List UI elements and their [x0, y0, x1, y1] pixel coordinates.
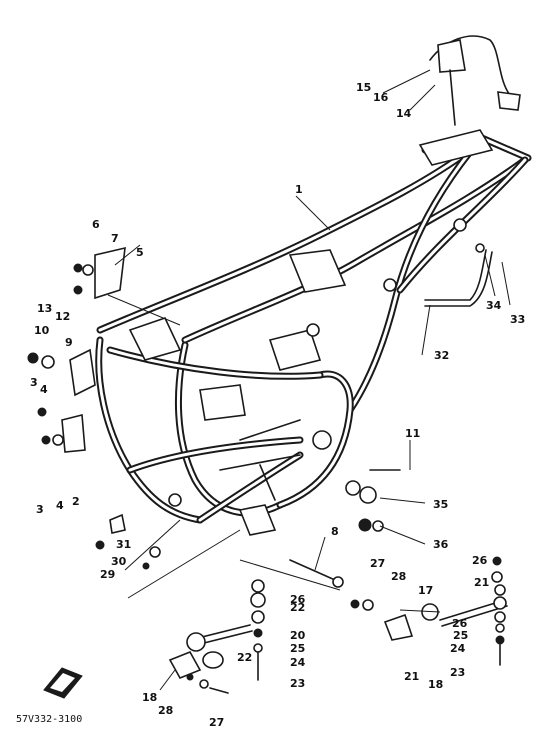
- callout-4: 4: [40, 383, 48, 396]
- engine-mount-parts: [168, 469, 508, 694]
- callout-4: 4: [56, 499, 64, 512]
- callout-24: 24: [450, 642, 466, 655]
- callout-36: 36: [433, 538, 449, 551]
- callout-labels: 1 2 3 3 4 4 5 6 7 8 9 10 11 12 13 14 15 …: [30, 81, 525, 729]
- callout-26: 26: [472, 554, 488, 567]
- callout-22: 22: [290, 601, 305, 614]
- callout-25: 25: [290, 642, 305, 655]
- drawing-code: 57V332-3100: [16, 714, 82, 725]
- callout-33: 33: [510, 313, 525, 326]
- callout-8: 8: [331, 525, 339, 538]
- callout-1: 1: [295, 183, 303, 196]
- callout-11: 11: [405, 427, 420, 440]
- callout-5: 5: [136, 246, 144, 259]
- leader-lines: [107, 69, 511, 691]
- callout-25: 25: [453, 629, 468, 642]
- callout-31: 31: [116, 538, 131, 551]
- callout-21: 21: [474, 576, 489, 589]
- main-rail-right: [181, 156, 529, 344]
- callout-27: 27: [370, 557, 385, 570]
- callout-3: 3: [36, 503, 44, 516]
- callout-29: 29: [100, 568, 115, 581]
- lower-left-fittings: [95, 513, 161, 570]
- callout-24: 24: [290, 656, 306, 669]
- front-fittings: [27, 246, 126, 453]
- callout-14: 14: [396, 107, 412, 120]
- frame-brackets: [128, 129, 494, 536]
- callout-30: 30: [111, 555, 127, 568]
- callout-6: 6: [92, 218, 100, 231]
- callout-26: 26: [290, 593, 306, 606]
- callout-23: 23: [290, 677, 305, 690]
- callout-18: 18: [142, 691, 157, 704]
- callout-12: 12: [55, 310, 70, 323]
- callout-27: 27: [209, 716, 224, 729]
- callout-28: 28: [158, 704, 173, 717]
- callout-26: 26: [452, 617, 468, 630]
- callout-16: 16: [373, 91, 389, 104]
- callout-21: 21: [404, 670, 419, 683]
- callout-15: 15: [356, 81, 371, 94]
- callout-23: 23: [450, 666, 465, 679]
- callout-28: 28: [391, 570, 406, 583]
- rear-harness-bracket: [429, 35, 521, 126]
- callout-13: 13: [37, 302, 52, 315]
- callout-9: 9: [65, 336, 73, 349]
- callout-10: 10: [34, 324, 50, 337]
- callout-3: 3: [30, 376, 38, 389]
- callout-32: 32: [434, 349, 449, 362]
- callout-2: 2: [72, 495, 80, 508]
- callout-7: 7: [111, 232, 119, 245]
- callout-18: 18: [428, 678, 443, 691]
- callout-17: 17: [418, 584, 433, 597]
- callout-35: 35: [433, 498, 448, 511]
- callout-34: 34: [486, 299, 502, 312]
- callout-20: 20: [290, 629, 306, 642]
- callout-22: 22: [237, 651, 252, 664]
- manual-reference-icon: [43, 667, 83, 699]
